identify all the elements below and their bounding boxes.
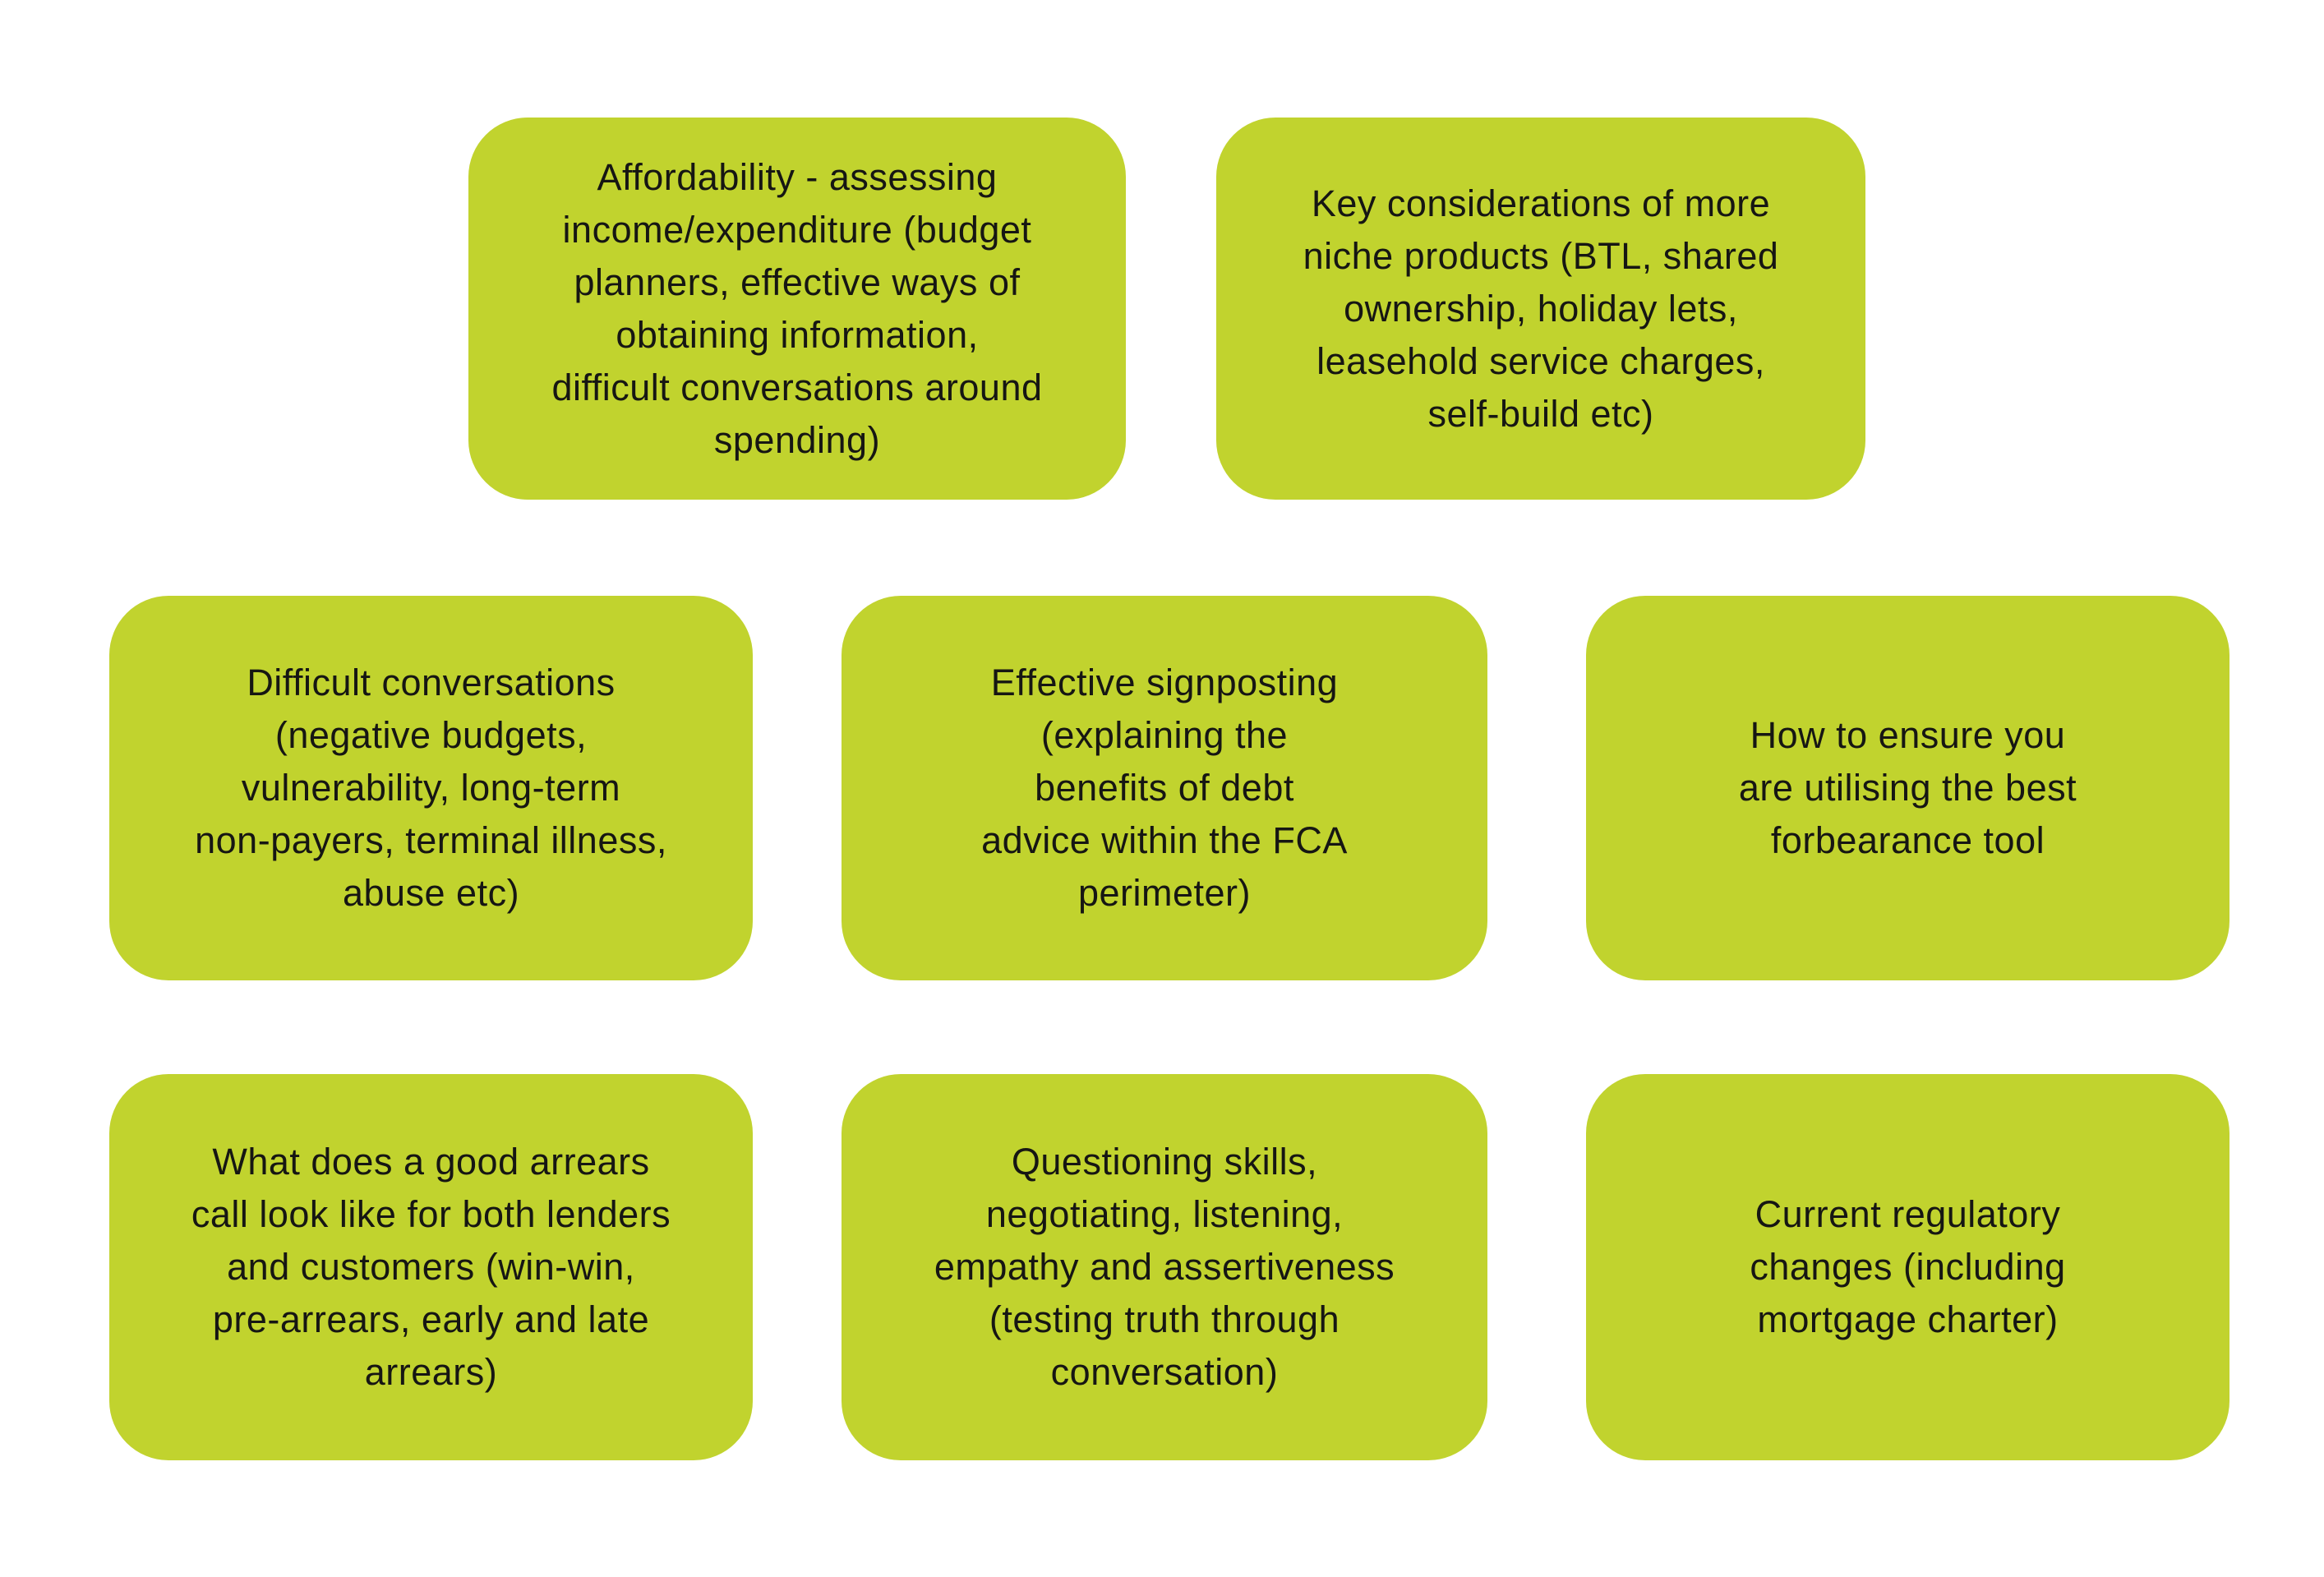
card-regulatory-changes-text: Current regulatory changes (including mo… [1750,1193,2066,1340]
card-effective-signposting-text: Effective signposting (explaining the be… [981,662,1348,914]
card-niche-products: Key considerations of more niche product… [1216,118,1865,500]
card-difficult-conversations: Difficult conversations (negative budget… [109,596,753,980]
card-niche-products-text: Key considerations of more niche product… [1303,182,1779,435]
card-questioning-skills: Questioning skills, negotiating, listeni… [842,1074,1487,1460]
card-questioning-skills-text: Questioning skills, negotiating, listeni… [934,1141,1395,1393]
card-affordability: Affordability - assessing income/expendi… [468,118,1126,500]
card-forbearance-tool-text: How to ensure you are utilising the best… [1738,714,2077,861]
card-arrears-call-text: What does a good arrears call look like … [191,1141,671,1393]
card-affordability-text: Affordability - assessing income/expendi… [551,155,1043,461]
card-regulatory-changes: Current regulatory changes (including mo… [1586,1074,2229,1460]
card-forbearance-tool: How to ensure you are utilising the best… [1586,596,2229,980]
card-arrears-call: What does a good arrears call look like … [109,1074,753,1460]
card-effective-signposting: Effective signposting (explaining the be… [842,596,1487,980]
card-difficult-conversations-text: Difficult conversations (negative budget… [195,662,667,914]
